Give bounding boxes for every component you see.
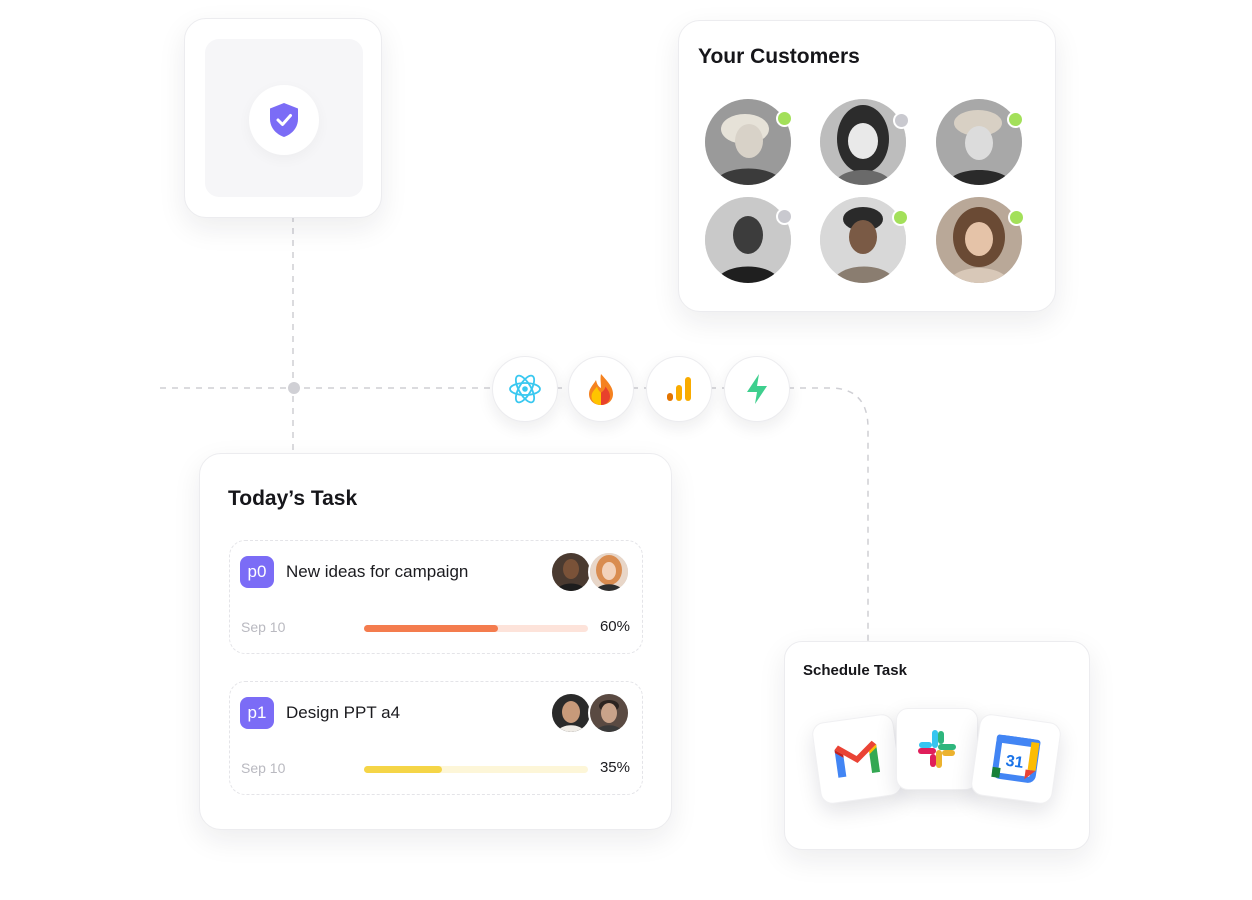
customers-title: Your Customers [698,45,860,68]
task-percent: 60% [599,618,630,635]
avatar-image [705,99,791,185]
todays-task-card: Today’s Task p0 New ideas for campaign S… [199,453,672,830]
assignee-avatar [550,692,592,734]
assignee-avatar [588,692,630,734]
avatar-image [552,694,590,732]
status-offline-dot [893,112,910,129]
gmail-tile[interactable] [810,712,904,806]
task-progress-fill [364,625,499,632]
google-calendar-icon: 31 [991,734,1041,783]
customer-avatar-5[interactable] [820,197,906,283]
task-percent: 35% [599,759,630,776]
calendar-day-number: 31 [1005,753,1025,772]
react-chip[interactable] [492,356,558,422]
analytics-icon [667,377,691,401]
firebase-icon [589,374,613,405]
status-online-dot [1007,111,1024,128]
security-card [184,18,382,218]
google-calendar-tile[interactable]: 31 [969,712,1063,806]
assignee-avatar [588,551,630,593]
react-icon [509,374,541,404]
task-item[interactable]: p0 New ideas for campaign Sep 10 60% [229,540,643,654]
task-title: New ideas for campaign [286,562,469,581]
status-online-dot [776,110,793,127]
status-offline-dot [776,208,793,225]
shield-check-icon [270,103,298,137]
task-assignees [550,692,630,734]
task-progress-track [364,625,588,632]
security-panel [205,39,363,197]
avatar-image [936,197,1022,283]
shield-badge [249,85,319,155]
priority-tag: p1 [240,697,274,729]
avatar-image [820,197,906,283]
task-progress-track [364,766,588,773]
supabase-chip[interactable] [724,356,790,422]
task-progress-fill [364,766,443,773]
tasks-title: Today’s Task [228,487,358,510]
slack-tile[interactable] [896,708,978,790]
customers-card: Your Customers [678,20,1056,312]
task-date: Sep 10 [241,619,286,635]
avatar-image [705,197,791,283]
task-assignees [550,551,630,593]
gmail-icon [834,740,881,778]
connector-node [288,382,300,394]
firebase-chip[interactable] [568,356,634,422]
avatar-image [590,694,628,732]
avatar-image [590,553,628,591]
customer-avatar-3[interactable] [936,99,1022,185]
avatar-image [936,99,1022,185]
task-date: Sep 10 [241,760,286,776]
priority-tag: p0 [240,556,274,588]
customer-avatar-6[interactable] [936,197,1022,283]
avatar-image [552,553,590,591]
status-online-dot [892,209,909,226]
slack-icon [918,730,956,768]
schedule-task-card: Schedule Task 31 [784,641,1090,850]
status-online-dot [1008,209,1025,226]
task-item[interactable]: p1 Design PPT a4 Sep 10 35% [229,681,643,795]
schedule-title: Schedule Task [803,662,907,679]
assignee-avatar [550,551,592,593]
supabase-icon [747,374,767,404]
task-title: Design PPT a4 [286,703,401,722]
customer-avatar-1[interactable] [705,99,791,185]
analytics-chip[interactable] [646,356,712,422]
avatar-image [820,99,906,185]
customer-avatar-2[interactable] [820,99,906,185]
